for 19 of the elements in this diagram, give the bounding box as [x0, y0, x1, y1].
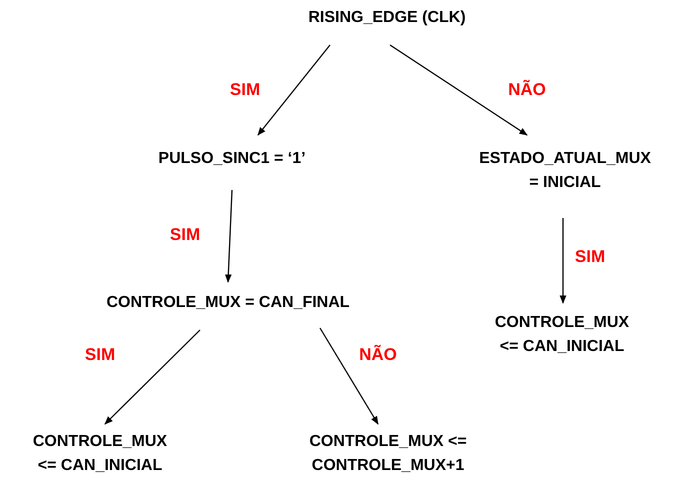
arrow: [390, 44, 528, 136]
edge-label: SIM: [84, 345, 116, 365]
condition-text: CONTROLE_MUX <= CONTROLE_MUX+1: [308, 430, 468, 478]
condition-text: RISING_EDGE (CLK): [287, 6, 487, 30]
arrow: [104, 330, 200, 425]
condition-text: ESTADO_ATUAL_MUX = INICIAL: [478, 147, 652, 195]
arrow: [257, 44, 330, 136]
arrow: [560, 218, 566, 304]
edge-label: NÃO: [359, 345, 397, 365]
edge-label: SIM: [230, 80, 260, 100]
edge-label: SIM: [170, 225, 200, 245]
condition-text: CONTROLE_MUX <= CAN_INICIAL: [487, 311, 637, 359]
condition-text: PULSO_SINC1 = ‘1’: [132, 147, 332, 171]
arrow: [224, 190, 233, 283]
edge-label: NÃO: [508, 80, 546, 100]
condition-text: CONTROLE_MUX <= CAN_INICIAL: [25, 430, 175, 478]
edge-label: SIM: [574, 247, 606, 267]
condition-text: CONTROLE_MUX = CAN_FINAL: [78, 291, 378, 315]
arrow: [319, 328, 379, 425]
